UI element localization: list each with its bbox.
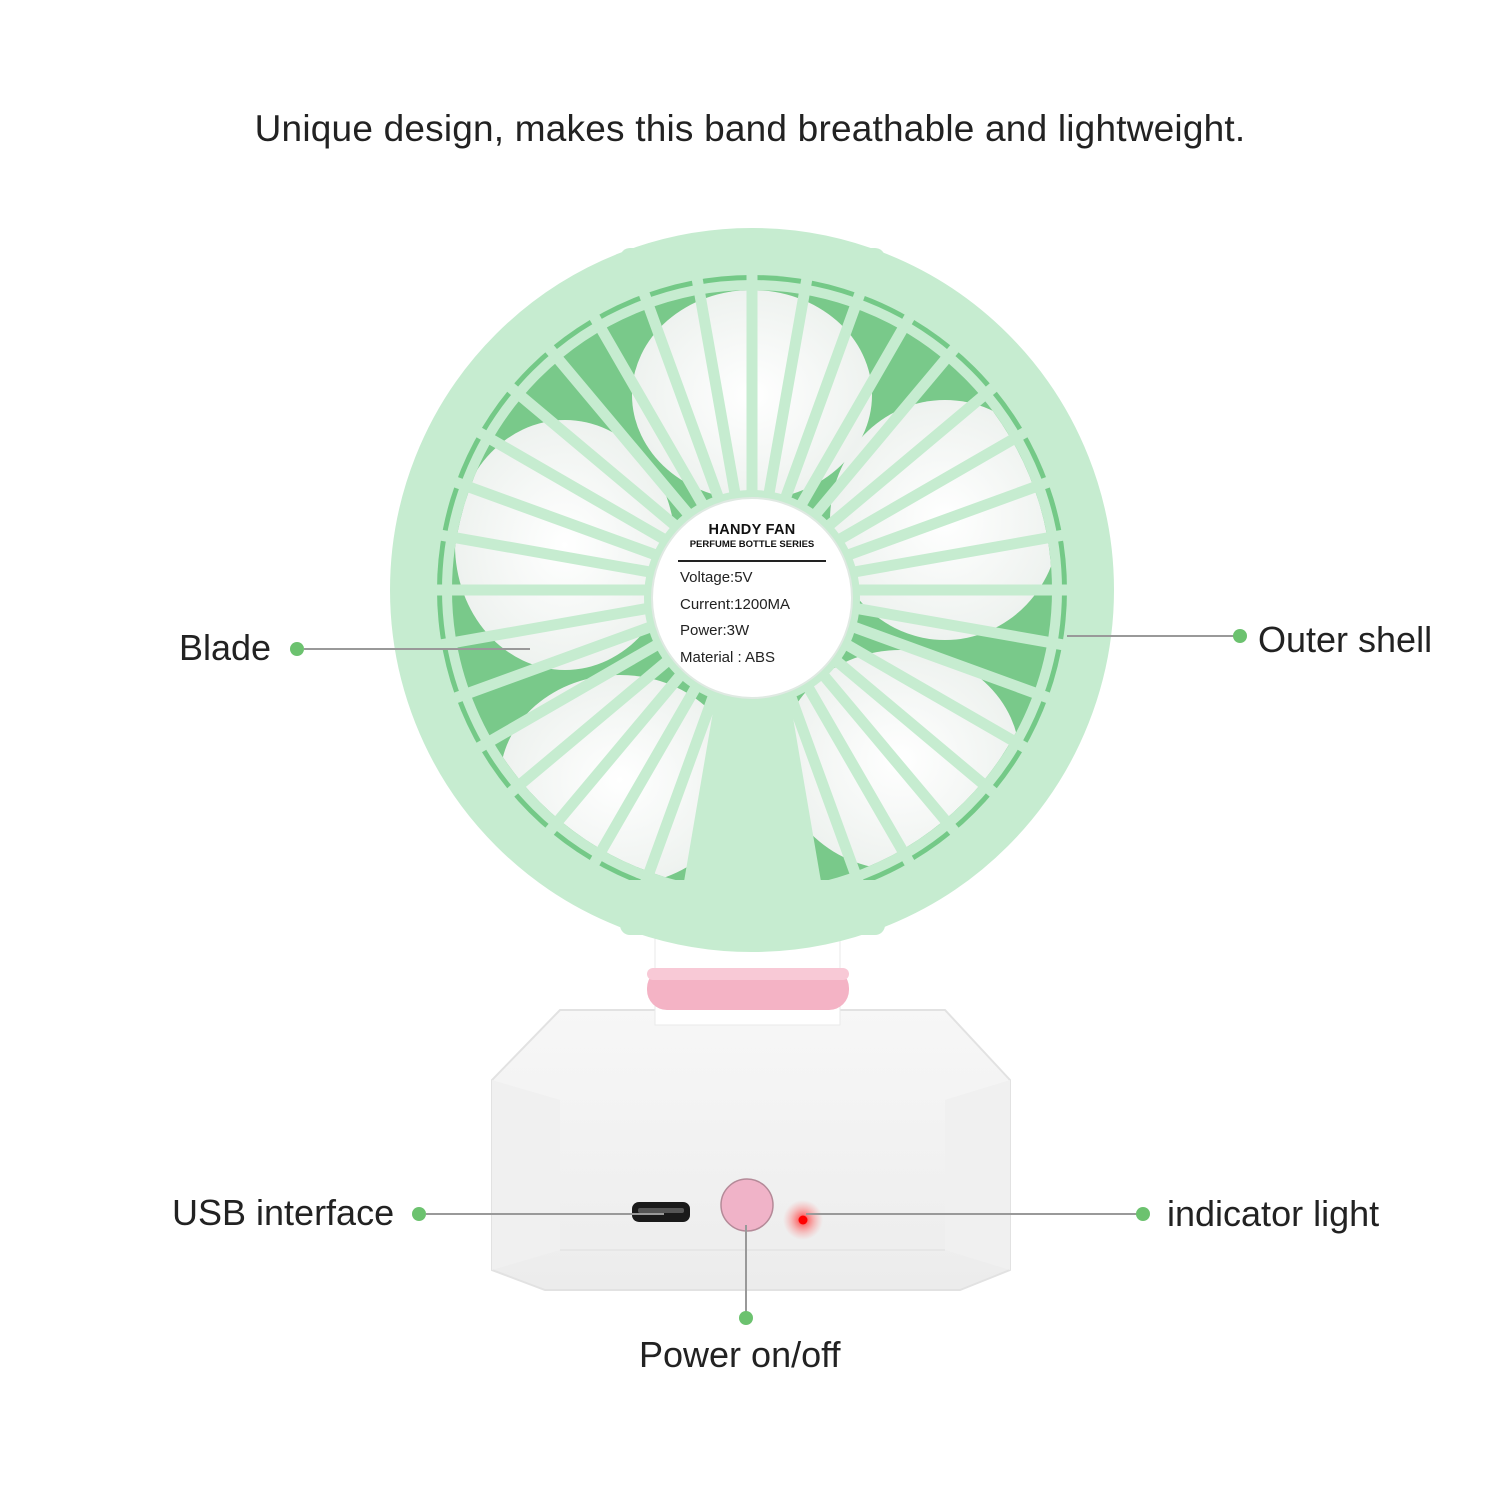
spec-list: Voltage:5V Current:1200MA Power:3W Mater… <box>680 565 790 671</box>
callout-dot-icon <box>1233 629 1247 643</box>
hub-label: HANDY FAN PERFUME BOTTLE SERIES <box>662 522 842 550</box>
spec-current: Current:1200MA <box>680 595 791 613</box>
fan-base <box>491 1009 1011 1291</box>
product-name: HANDY FAN <box>708 522 796 538</box>
callout-dot-icon <box>739 1311 753 1325</box>
spec-power: Power:3W <box>680 622 750 639</box>
callout-dot-icon <box>412 1207 426 1221</box>
callout-line <box>304 648 530 650</box>
callout-line <box>806 1213 1138 1215</box>
callout-dot-icon <box>1136 1207 1150 1221</box>
headline: Unique design, makes this band breathabl… <box>254 108 1246 149</box>
product-series: PERFUME BOTTLE SERIES <box>689 539 815 550</box>
spec-voltage: Voltage:5V <box>680 569 753 586</box>
callout-line <box>745 1225 747 1313</box>
callout-dot-icon <box>290 642 304 656</box>
callout-line <box>426 1213 664 1215</box>
power-button-shape <box>720 1178 774 1232</box>
callout-outer-shell-label: Outer shell <box>1258 619 1433 660</box>
callout-indicator-label: indicator light <box>1167 1193 1380 1234</box>
usb-port-icon <box>632 1202 690 1222</box>
spec-material: Material : ABS <box>680 648 776 666</box>
callout-line <box>1067 635 1235 637</box>
indicator-led <box>798 1215 808 1225</box>
callout-blade-label: Blade <box>179 627 272 668</box>
callout-usb-label: USB interface <box>172 1192 395 1233</box>
fan-head <box>390 228 1114 952</box>
callout-power-label: Power on/off <box>639 1334 841 1375</box>
